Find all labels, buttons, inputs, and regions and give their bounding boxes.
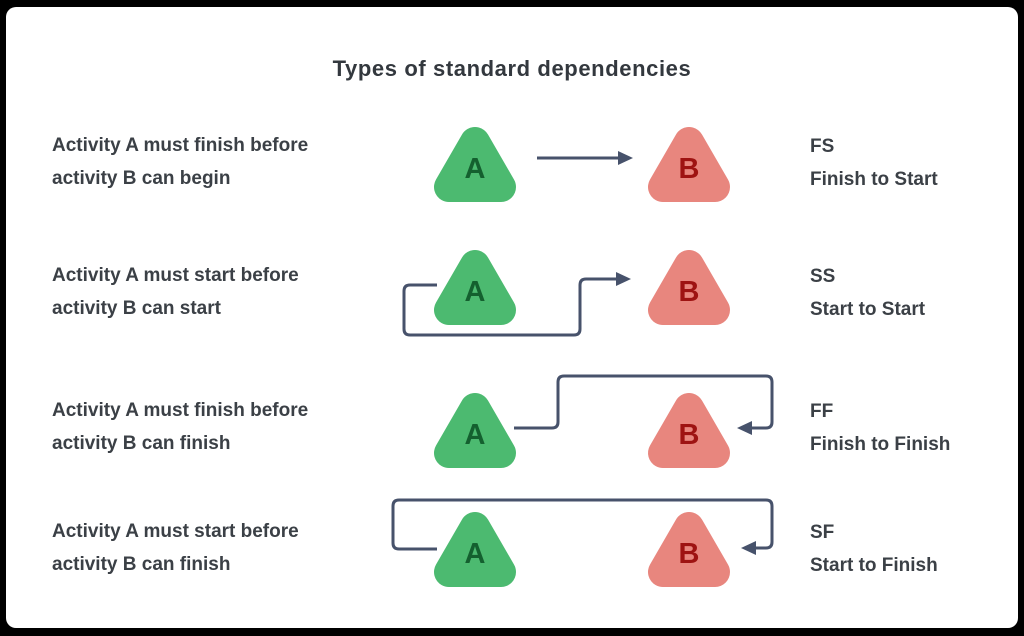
fs-description: Activity A must finish before activity B…: [52, 129, 308, 195]
ss-description-line1: Activity A must start before: [52, 265, 299, 286]
sf-description-line2: activity B can finish: [52, 554, 231, 575]
ff-name: Finish to Finish: [810, 434, 951, 455]
diagram-title: Types of standard dependencies: [332, 56, 692, 81]
fs-code: FS: [810, 136, 835, 157]
sf-description-line1: Activity A must start before: [52, 521, 299, 542]
fs-name: Finish to Start: [810, 169, 938, 190]
ss-description: Activity A must start before activity B …: [52, 259, 299, 325]
ff-description-line1: Activity A must finish before: [52, 400, 309, 421]
ff-label: FF Finish to Finish: [810, 395, 950, 461]
ff-code: FF: [810, 401, 834, 422]
sf-description: Activity A must start before activity B …: [52, 515, 299, 581]
ss-name: Start to Start: [810, 299, 926, 320]
ff-description-line2: activity B can finish: [52, 433, 231, 454]
sf-name: Start to Finish: [810, 555, 938, 576]
fs-description-line1: Activity A must finish before: [52, 135, 309, 156]
ss-label: SS Start to Start: [810, 260, 925, 326]
sf-code: SF: [810, 522, 835, 543]
fs-label: FS Finish to Start: [810, 130, 938, 196]
fs-description-line2: activity B can begin: [52, 168, 231, 189]
sf-label: SF Start to Finish: [810, 516, 938, 582]
ss-code: SS: [810, 266, 836, 287]
ss-description-line2: activity B can start: [52, 298, 221, 319]
ff-description: Activity A must finish before activity B…: [52, 394, 308, 460]
